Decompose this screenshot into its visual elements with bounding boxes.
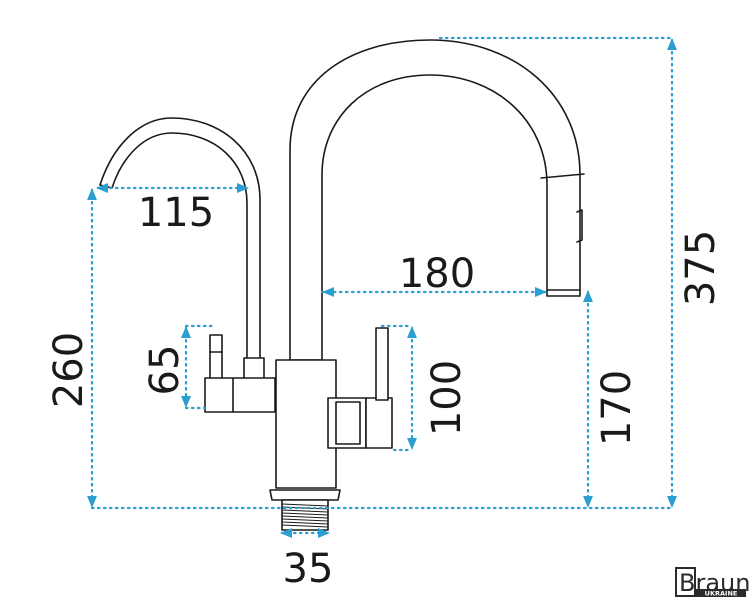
dim-100-arrow-bottom bbox=[407, 438, 417, 450]
filter-handle bbox=[209, 334, 223, 381]
dim-375-arrow-bottom bbox=[667, 496, 677, 508]
dim-180-arrow-right bbox=[535, 287, 547, 297]
dim-375-arrow-top bbox=[667, 38, 677, 50]
main-spout bbox=[289, 39, 581, 361]
filter-valve bbox=[243, 357, 265, 381]
dim-100-arrow-top bbox=[407, 326, 417, 338]
label-filter-spout-reach: 115 bbox=[138, 190, 214, 236]
dim-260-arrow-bottom bbox=[87, 496, 97, 508]
dim-115-arrow-right bbox=[237, 183, 249, 193]
dimension-lines bbox=[87, 36, 677, 538]
dim-180-arrow-left bbox=[322, 287, 334, 297]
main-lever bbox=[365, 397, 393, 449]
label-filter-height: 260 bbox=[46, 332, 92, 408]
label-mounting-diameter: 35 bbox=[283, 546, 334, 592]
dim-170-arrow-top bbox=[583, 290, 593, 302]
dim-35-arrow-right bbox=[318, 528, 330, 538]
dim-65-arrow-bottom bbox=[181, 396, 191, 408]
filter-cartridge-body bbox=[204, 377, 276, 413]
filter-spout bbox=[99, 117, 261, 361]
dim-260-arrow-top bbox=[87, 188, 97, 200]
spray-head-seam bbox=[540, 173, 585, 179]
label-total-height: 375 bbox=[678, 230, 724, 306]
dimension-labels: 180 115 35 375 170 260 65 100 bbox=[46, 190, 724, 592]
faucet-body bbox=[275, 359, 337, 489]
dim-65-arrow-top bbox=[181, 326, 191, 338]
label-spout-height: 170 bbox=[594, 370, 640, 446]
brand-logo: Brauni UKRAINE bbox=[675, 567, 751, 598]
label-filter-handle-height: 65 bbox=[142, 345, 188, 396]
label-spout-reach: 180 bbox=[399, 251, 475, 297]
base-plate bbox=[269, 489, 341, 501]
spray-button bbox=[576, 209, 583, 243]
main-lever-housing-detail bbox=[335, 401, 361, 445]
dim-115-arrow-left bbox=[96, 183, 108, 193]
brand-tagline: UKRAINE bbox=[705, 590, 738, 598]
dim-35-arrow-left bbox=[280, 528, 292, 538]
label-main-handle-height: 100 bbox=[424, 360, 470, 436]
main-lever-stem bbox=[375, 327, 389, 401]
spray-nozzle bbox=[546, 289, 581, 297]
brand-tagline-bar bbox=[696, 589, 746, 597]
dim-170-arrow-bottom bbox=[583, 496, 593, 508]
faucet-outline bbox=[99, 39, 585, 531]
brand-logo-frame bbox=[675, 567, 696, 597]
